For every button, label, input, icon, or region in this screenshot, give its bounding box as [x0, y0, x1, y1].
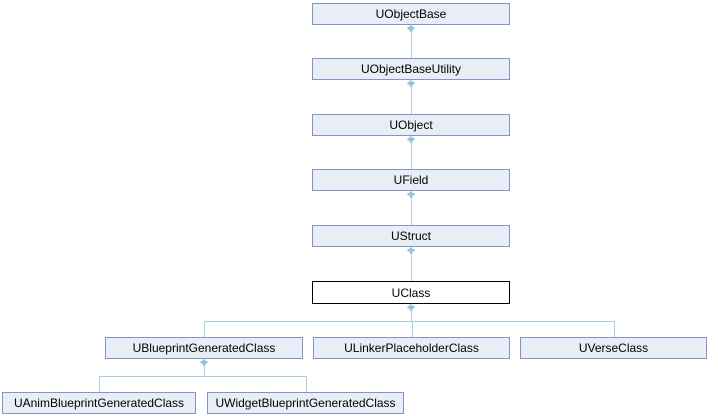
class-node-label: UStruct	[390, 229, 431, 243]
inheritance-arrow-icon	[407, 191, 415, 198]
inheritance-arrow-icon	[407, 80, 415, 87]
class-node-label: ULinkerPlaceholderClass	[344, 341, 479, 355]
inheritance-arrow-icon	[407, 25, 415, 32]
class-node-label: UAnimBlueprintGeneratedClass	[13, 396, 185, 410]
class-node-uanimblueprintgeneratedclass[interactable]: UAnimBlueprintGeneratedClass	[2, 392, 196, 414]
class-node-label: UClass	[391, 285, 431, 300]
class-node-uobjectbaseutility[interactable]: UObjectBaseUtility	[312, 58, 510, 80]
inheritance-arrow-icon	[407, 304, 415, 311]
class-node-uverseclass[interactable]: UVerseClass	[520, 337, 707, 359]
class-node-ublueprintgeneratedclass[interactable]: UBlueprintGeneratedClass	[105, 337, 303, 359]
class-node-label: UBlueprintGeneratedClass	[132, 341, 276, 355]
class-node-label: UVerseClass	[578, 341, 649, 355]
inheritance-arrow-icon	[200, 359, 208, 366]
class-node-uobject[interactable]: UObject	[312, 114, 510, 136]
class-node-ustruct[interactable]: UStruct	[312, 225, 510, 247]
inheritance-arrow-icon	[407, 136, 415, 143]
class-node-label: UObjectBase	[375, 7, 447, 21]
class-node-label: UField	[393, 173, 429, 187]
class-node-ulinkerplaceholderclass[interactable]: ULinkerPlaceholderClass	[313, 337, 510, 359]
class-node-uwidgetblueprintgeneratedclass[interactable]: UWidgetBlueprintGeneratedClass	[207, 392, 404, 414]
class-node-label: UWidgetBlueprintGeneratedClass	[215, 396, 396, 410]
class-node-label: UObject	[389, 118, 433, 132]
class-node-label: UObjectBaseUtility	[360, 62, 462, 76]
class-node-uobjectbase[interactable]: UObjectBase	[312, 3, 510, 25]
class-node-ufield[interactable]: UField	[312, 169, 510, 191]
inheritance-arrow-icon	[407, 247, 415, 254]
class-node-uclass: UClass	[312, 281, 510, 304]
